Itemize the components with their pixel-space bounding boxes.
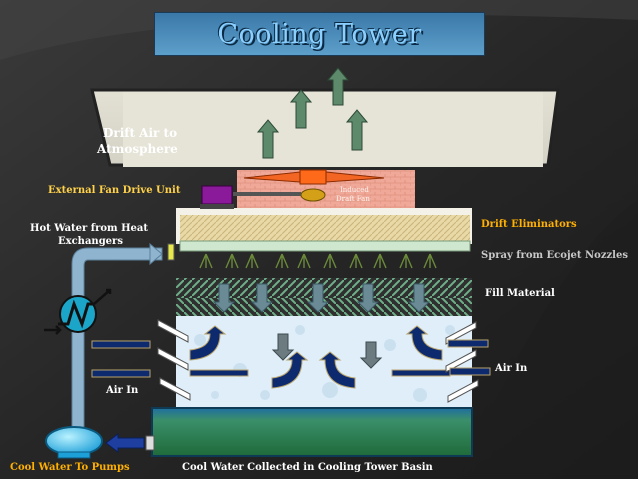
air-in-left-label: Air In — [106, 385, 139, 396]
air-curve-arrow-icon — [405, 325, 443, 361]
nozzle-spray-icon — [225, 253, 239, 269]
basin-label: Cool Water Collected in Cooling Tower Ba… — [182, 462, 433, 473]
gearbox-icon — [300, 188, 326, 202]
drift-air-label-line2: Atmosphere — [97, 142, 178, 156]
nozzle-spray-icon — [373, 253, 387, 269]
up-arrow-icon — [256, 119, 280, 159]
external-fan-drive-label: External Fan Drive Unit — [48, 185, 181, 196]
outlet-arrow-icon — [105, 433, 145, 453]
gearbox-label-line2: Draft Fan — [336, 195, 370, 203]
down-arrow-icon — [306, 283, 330, 313]
air-flow-arrows — [189, 325, 451, 389]
spray-nozzles — [199, 253, 437, 269]
air-in-arrow-icon — [91, 340, 151, 349]
nozzle-spray-icon — [399, 253, 413, 269]
down-arrow-icon — [212, 283, 236, 313]
right-louvers — [445, 321, 479, 403]
drive-shaft — [233, 192, 301, 196]
air-inlet-arrow-icon — [391, 369, 451, 377]
pump-icon — [45, 426, 103, 459]
fan-assembly — [200, 169, 385, 209]
spray-header-pipe — [179, 240, 471, 252]
up-arrow-icon — [326, 67, 350, 106]
gearbox-label: Induced Draft Fan — [336, 186, 370, 203]
fill-material — [176, 278, 472, 298]
nozzle-spray-icon — [245, 253, 259, 269]
page-title: Cooling Tower — [217, 18, 422, 50]
basin-outlet-flange — [145, 435, 155, 451]
motor-base — [200, 204, 234, 209]
down-arrow-icon — [250, 283, 274, 313]
air-in-arrow-icon — [447, 339, 489, 348]
hot-water-label-line1: Hot Water from Heat — [30, 223, 149, 234]
nozzle-spray-icon — [275, 253, 289, 269]
air-inlet-bars — [91, 339, 491, 378]
gearbox-label-line1: Induced — [340, 186, 369, 194]
spray-nozzles-label: Spray from Ecojet Nozzles — [481, 250, 628, 261]
air-curve-arrow-icon — [189, 325, 227, 361]
hot-water-flow-arrow-icon — [149, 242, 163, 266]
rain-zone-texture — [194, 325, 455, 402]
air-in-right-label: Air In — [495, 363, 528, 374]
inlet-flange — [167, 243, 175, 261]
up-arrow-icon — [345, 109, 369, 151]
air-in-arrow-icon — [449, 367, 491, 376]
nozzle-spray-icon — [423, 253, 437, 269]
air-in-arrow-icon — [91, 369, 151, 378]
hot-water-label-line2: Exchangers — [58, 236, 123, 247]
fan-hub — [299, 169, 327, 185]
down-arrow-icon — [407, 283, 431, 313]
air-curve-arrow-icon — [318, 351, 356, 389]
down-arrow-icon — [356, 283, 380, 313]
air-curve-arrow-icon — [271, 351, 309, 389]
drift-eliminators-label: Drift Eliminators — [481, 219, 577, 230]
down-arrow-icon — [359, 341, 383, 369]
drift-eliminators — [180, 215, 470, 241]
title-box: Cooling Tower — [154, 12, 485, 56]
heat-exchanger-icon — [44, 288, 112, 335]
nozzle-spray-icon — [297, 253, 311, 269]
background-swoosh — [460, 200, 638, 479]
fill-material-label: Fill Material — [485, 288, 555, 299]
cooling-tower-basin — [151, 407, 473, 457]
motor-icon — [201, 185, 233, 205]
rain-down-arrows — [271, 333, 383, 369]
drift-air-label-line1: Drift Air to — [103, 126, 178, 140]
nozzle-spray-icon — [323, 253, 337, 269]
nozzle-spray-icon — [349, 253, 363, 269]
fill-down-arrows — [212, 283, 431, 313]
left-louvers — [157, 319, 191, 401]
cool-water-pumps-label: Cool Water To Pumps — [10, 462, 130, 473]
down-arrow-icon — [271, 333, 295, 361]
nozzle-spray-icon — [199, 253, 213, 269]
fill-material — [176, 298, 472, 316]
up-arrow-icon — [289, 89, 313, 129]
air-inlet-arrow-icon — [189, 369, 249, 377]
